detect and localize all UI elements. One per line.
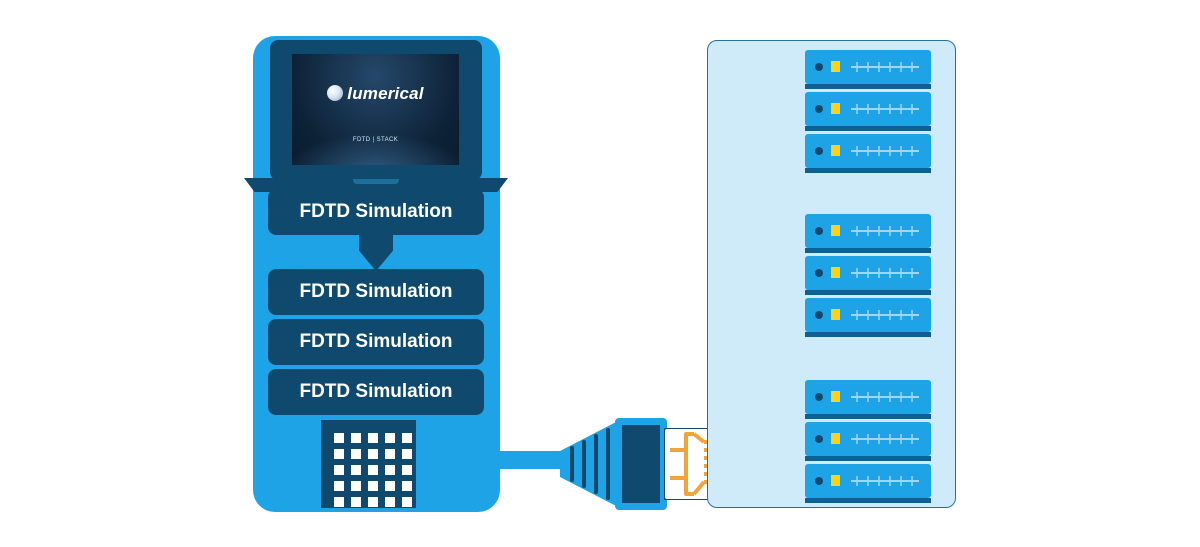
server-vent-icon [851, 62, 919, 72]
server-power-icon [815, 435, 823, 443]
building-window [385, 497, 395, 507]
building-window [402, 433, 412, 443]
laptop-base [244, 178, 508, 192]
server-status-led [831, 475, 840, 486]
server-power-icon [815, 227, 823, 235]
brand-name: lumerical [347, 84, 424, 103]
server-vent-icon [851, 392, 919, 402]
building-window [402, 497, 412, 507]
building-window [334, 433, 344, 443]
server-power-icon [815, 105, 823, 113]
building-icon [321, 420, 416, 508]
server-status-led [831, 391, 840, 402]
building-window [402, 481, 412, 491]
building-window [402, 465, 412, 475]
server-unit [805, 134, 931, 173]
building-window [368, 449, 378, 459]
cable-boot-icon [560, 420, 620, 508]
building-window [368, 497, 378, 507]
building-window [385, 465, 395, 475]
building-window [368, 433, 378, 443]
server-vent-icon [851, 146, 919, 156]
building-window [351, 433, 361, 443]
building-window [385, 433, 395, 443]
network-cable [500, 451, 570, 469]
laptop-notch [353, 179, 399, 184]
server-unit [805, 422, 931, 461]
brand-logo: lumerical [292, 84, 459, 104]
screen-subtitle: FDTD | STACK [352, 137, 399, 143]
server-status-led [831, 61, 840, 72]
server-power-icon [815, 269, 823, 277]
server-unit [805, 256, 931, 295]
server-status-led [831, 145, 840, 156]
building-window [351, 481, 361, 491]
server-vent-icon [851, 310, 919, 320]
server-power-icon [815, 147, 823, 155]
server-status-led [831, 103, 840, 114]
server-status-led [831, 267, 840, 278]
building-window [334, 481, 344, 491]
server-unit [805, 214, 931, 253]
building-window [351, 497, 361, 507]
simulation-block-3: FDTD Simulation [268, 369, 484, 415]
building-window [385, 449, 395, 459]
server-unit [805, 92, 931, 131]
server-unit [805, 464, 931, 503]
simulation-block-0: FDTD Simulation [268, 189, 484, 235]
simulation-block-2: FDTD Simulation [268, 319, 484, 365]
server-vent-icon [851, 268, 919, 278]
server-unit [805, 380, 931, 419]
server-vent-icon [851, 434, 919, 444]
building-window [368, 465, 378, 475]
server-power-icon [815, 311, 823, 319]
laptop-screen: lumerical FDTD | STACK [292, 54, 459, 165]
server-vent-icon [851, 226, 919, 236]
server-vent-icon [851, 476, 919, 486]
building-window [351, 449, 361, 459]
building-windows [334, 433, 412, 507]
building-window [385, 481, 395, 491]
server-unit [805, 298, 931, 337]
connector-inner [622, 425, 660, 503]
server-power-icon [815, 393, 823, 401]
building-window [402, 449, 412, 459]
simulation-block-1: FDTD Simulation [268, 269, 484, 315]
server-status-led [831, 433, 840, 444]
server-power-icon [815, 477, 823, 485]
server-status-led [831, 225, 840, 236]
lumerical-logo-icon [327, 85, 344, 101]
server-power-icon [815, 63, 823, 71]
building-window [334, 449, 344, 459]
server-unit [805, 50, 931, 89]
building-window [368, 481, 378, 491]
building-window [334, 497, 344, 507]
server-vent-icon [851, 104, 919, 114]
building-window [351, 465, 361, 475]
building-window [334, 465, 344, 475]
server-status-led [831, 309, 840, 320]
